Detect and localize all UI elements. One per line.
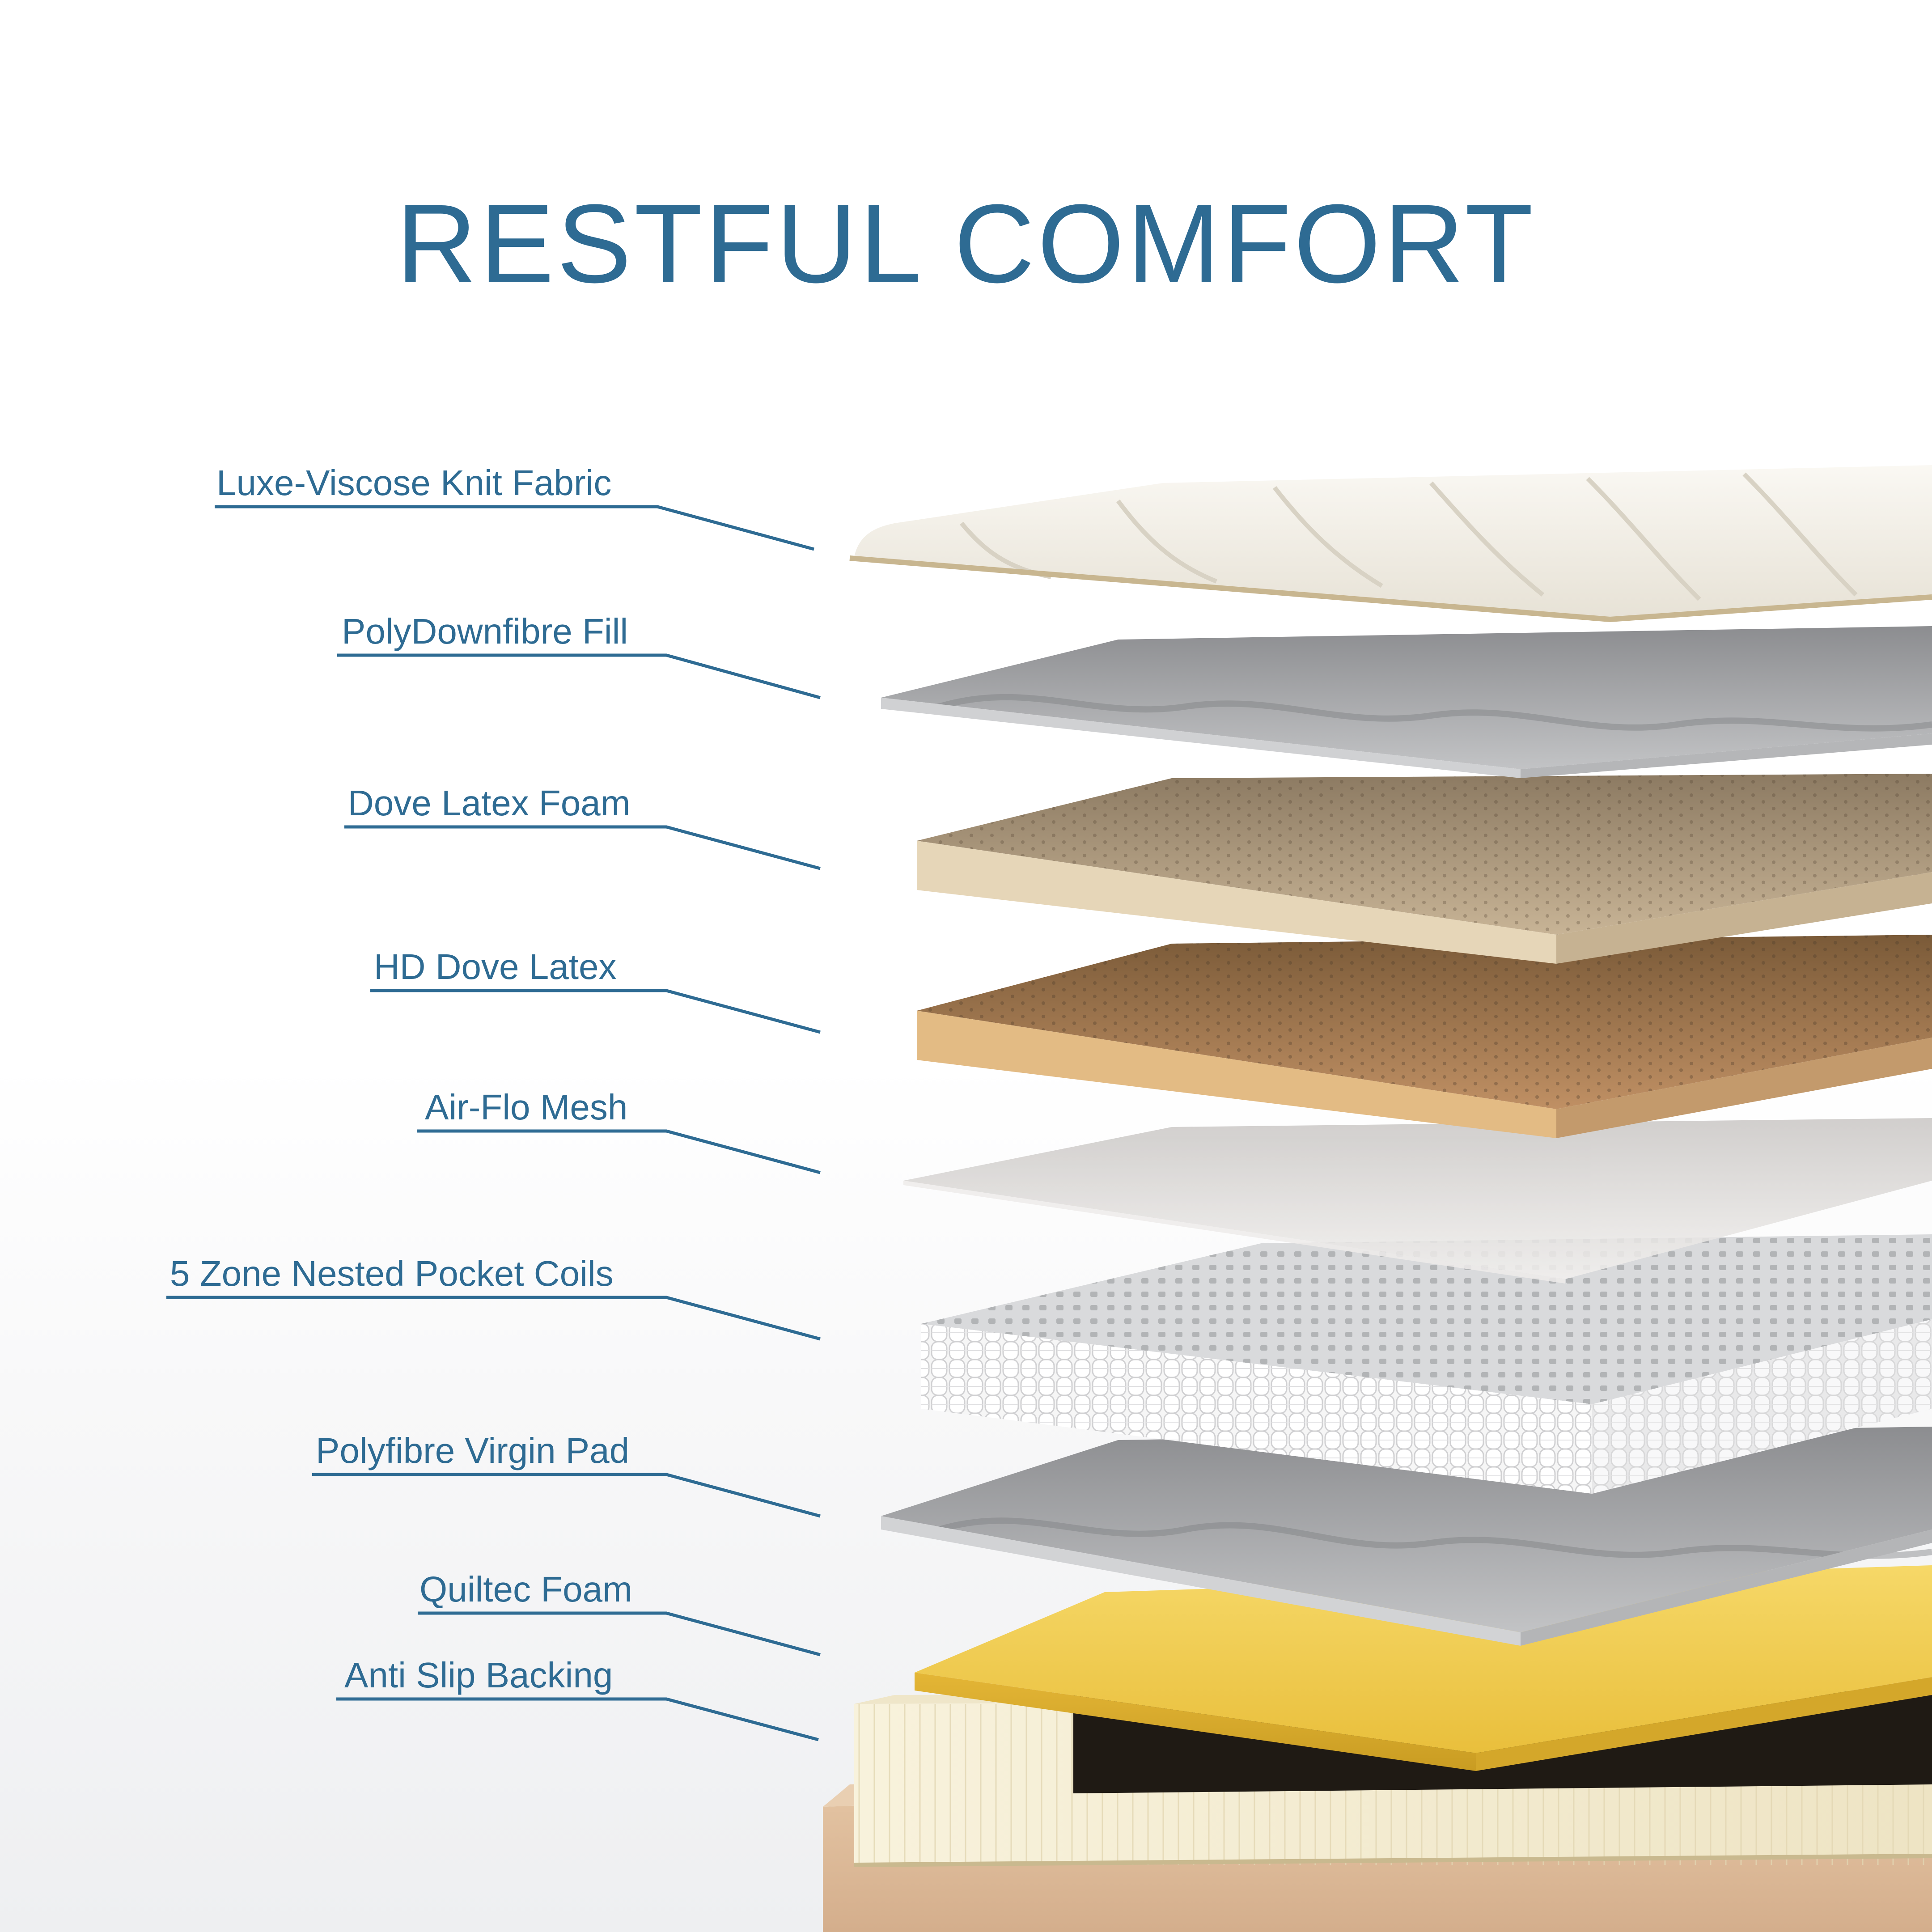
polyfibre-virgin-pad-layer xyxy=(881,1427,1932,1646)
layer-label-pocket-coils: 5 Zone Nested Pocket Coils xyxy=(170,1254,614,1293)
layer-label-anti-slip-backing: Anti Slip Backing xyxy=(344,1655,613,1695)
layer-label-air-flo-mesh: Air-Flo Mesh xyxy=(425,1087,628,1127)
quiltec-foam-layer xyxy=(915,1565,1932,1771)
air-flo-mesh-layer xyxy=(903,1118,1932,1284)
leader-line-air-flo-mesh xyxy=(417,1129,821,1174)
leader-lines xyxy=(166,505,821,1741)
leader-line-polydownfibre-fill xyxy=(337,653,821,699)
layer-label-polydownfibre-fill: PolyDownfibre Fill xyxy=(342,611,628,651)
leader-line-polyfibre-virgin-pad xyxy=(312,1473,821,1518)
dove-latex-foam-layer xyxy=(917,774,1932,964)
leader-line-anti-slip-backing xyxy=(336,1697,819,1741)
layer-label-polyfibre-virgin-pad: Polyfibre Virgin Pad xyxy=(316,1431,630,1470)
leader-line-pocket-coils xyxy=(166,1296,821,1341)
knit-fabric-layer xyxy=(849,465,1932,623)
leader-line-hd-dove-latex xyxy=(370,989,821,1034)
layer-label-hd-dove-latex: HD Dove Latex xyxy=(374,947,617,987)
pocket-coils-layer xyxy=(921,1234,1932,1494)
hd-dove-latex-layer xyxy=(917,935,1932,1138)
leader-line-quiltec-foam xyxy=(418,1611,821,1657)
page-title: RESTFUL COMFORT xyxy=(396,181,1536,306)
leader-line-dove-latex-foam xyxy=(344,825,821,870)
polydownfibre-fill-layer xyxy=(881,626,1932,778)
leader-line-knit-fabric xyxy=(215,505,814,551)
layer-label-dove-latex-foam: Dove Latex Foam xyxy=(348,783,631,823)
layer-label-knit-fabric: Luxe-Viscose Knit Fabric xyxy=(216,463,612,503)
layer-label-quiltec-foam: Quiltec Foam xyxy=(419,1569,632,1609)
